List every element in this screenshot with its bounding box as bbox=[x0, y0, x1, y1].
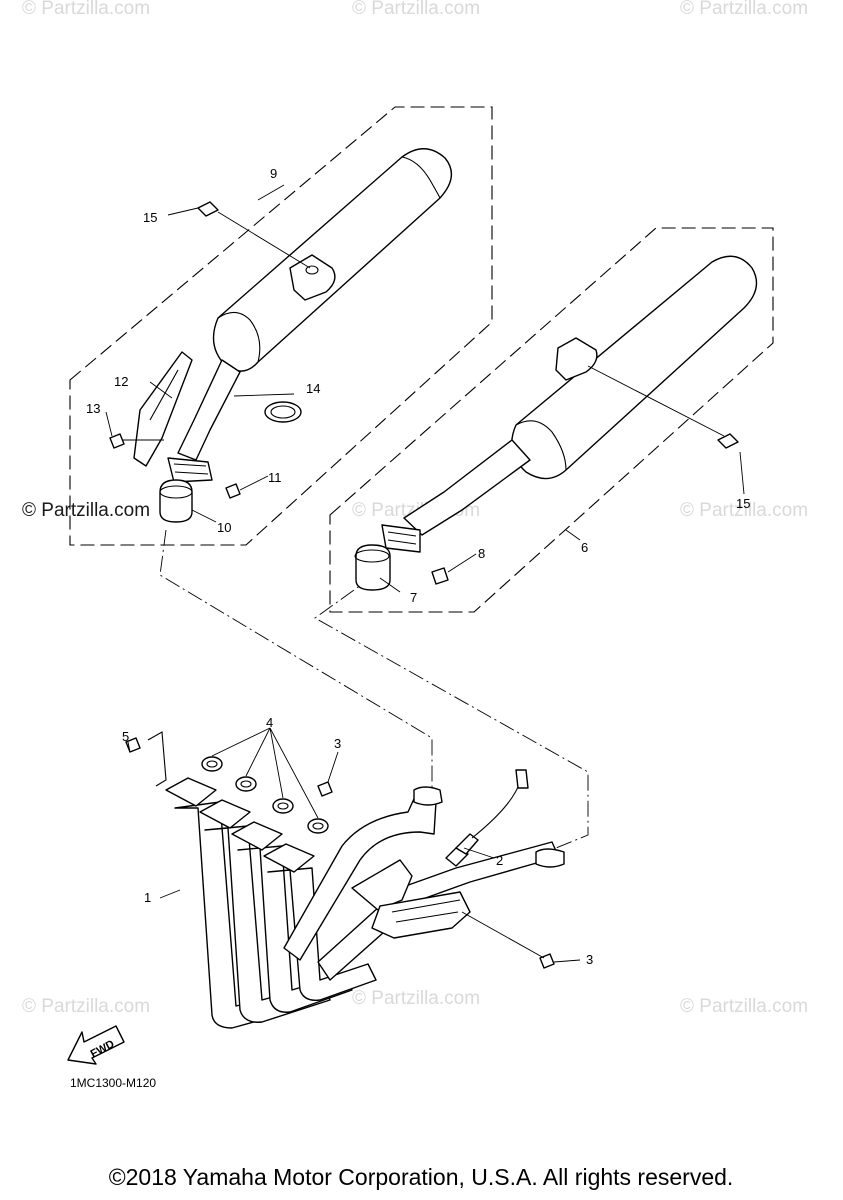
label-14: 14 bbox=[306, 381, 320, 396]
forward-arrow-icon: FWD bbox=[67, 1025, 125, 1065]
label-11: 11 bbox=[268, 470, 282, 485]
muffler-left-assembly-box bbox=[69, 106, 493, 546]
label-3-lower: 3 bbox=[586, 952, 593, 967]
watermark-top-left: © Partzilla.com bbox=[22, 0, 150, 19]
watermark-top-right: © Partzilla.com bbox=[680, 0, 808, 19]
watermark-top-center: © Partzilla.com bbox=[352, 0, 480, 19]
watermark-mid-right: © Partzilla.com bbox=[680, 500, 808, 521]
connection-line-right bbox=[314, 574, 589, 849]
label-1: 1 bbox=[144, 890, 151, 905]
heat-protector-12 bbox=[133, 351, 193, 467]
watermark-bottom-left: © Partzilla.com bbox=[22, 996, 150, 1017]
bracket-5 bbox=[147, 731, 167, 787]
label-7: 7 bbox=[410, 590, 417, 605]
label-6: 6 bbox=[581, 540, 588, 555]
gaskets-4 bbox=[201, 756, 329, 834]
watermark-main: © Partzilla.com bbox=[22, 500, 150, 521]
part-labels: 15 9 12 13 14 11 10 15 6 8 7 4 5 3 2 1 3 bbox=[86, 166, 750, 967]
label-9: 9 bbox=[270, 166, 277, 181]
clamp-14 bbox=[264, 401, 302, 423]
muffler-right-assembly-box bbox=[329, 227, 774, 613]
muffler-left bbox=[159, 148, 453, 523]
label-13: 13 bbox=[86, 401, 100, 416]
label-3-upper: 3 bbox=[334, 736, 341, 751]
label-4: 4 bbox=[266, 715, 273, 730]
label-10: 10 bbox=[217, 520, 231, 535]
label-5: 5 bbox=[122, 729, 129, 744]
label-15-lower: 15 bbox=[736, 496, 750, 511]
leader-lines bbox=[105, 184, 745, 963]
label-8: 8 bbox=[478, 546, 485, 561]
label-2: 2 bbox=[496, 853, 503, 868]
diagram-code: 1MC1300-M120 bbox=[70, 1076, 156, 1090]
connection-line-left bbox=[159, 529, 433, 790]
label-12: 12 bbox=[114, 374, 128, 389]
muffler-right bbox=[354, 255, 758, 591]
oxygen-sensor-2 bbox=[445, 769, 529, 867]
watermark-bottom-right: © Partzilla.com bbox=[680, 996, 808, 1017]
bolts bbox=[109, 201, 739, 969]
watermark-bottom-center: © Partzilla.com bbox=[352, 988, 480, 1009]
label-15-upper: 15 bbox=[143, 210, 157, 225]
copyright-notice: ©2018 Yamaha Motor Corporation, U.S.A. A… bbox=[109, 1164, 734, 1190]
exhaust-pipe-header bbox=[165, 777, 565, 1029]
